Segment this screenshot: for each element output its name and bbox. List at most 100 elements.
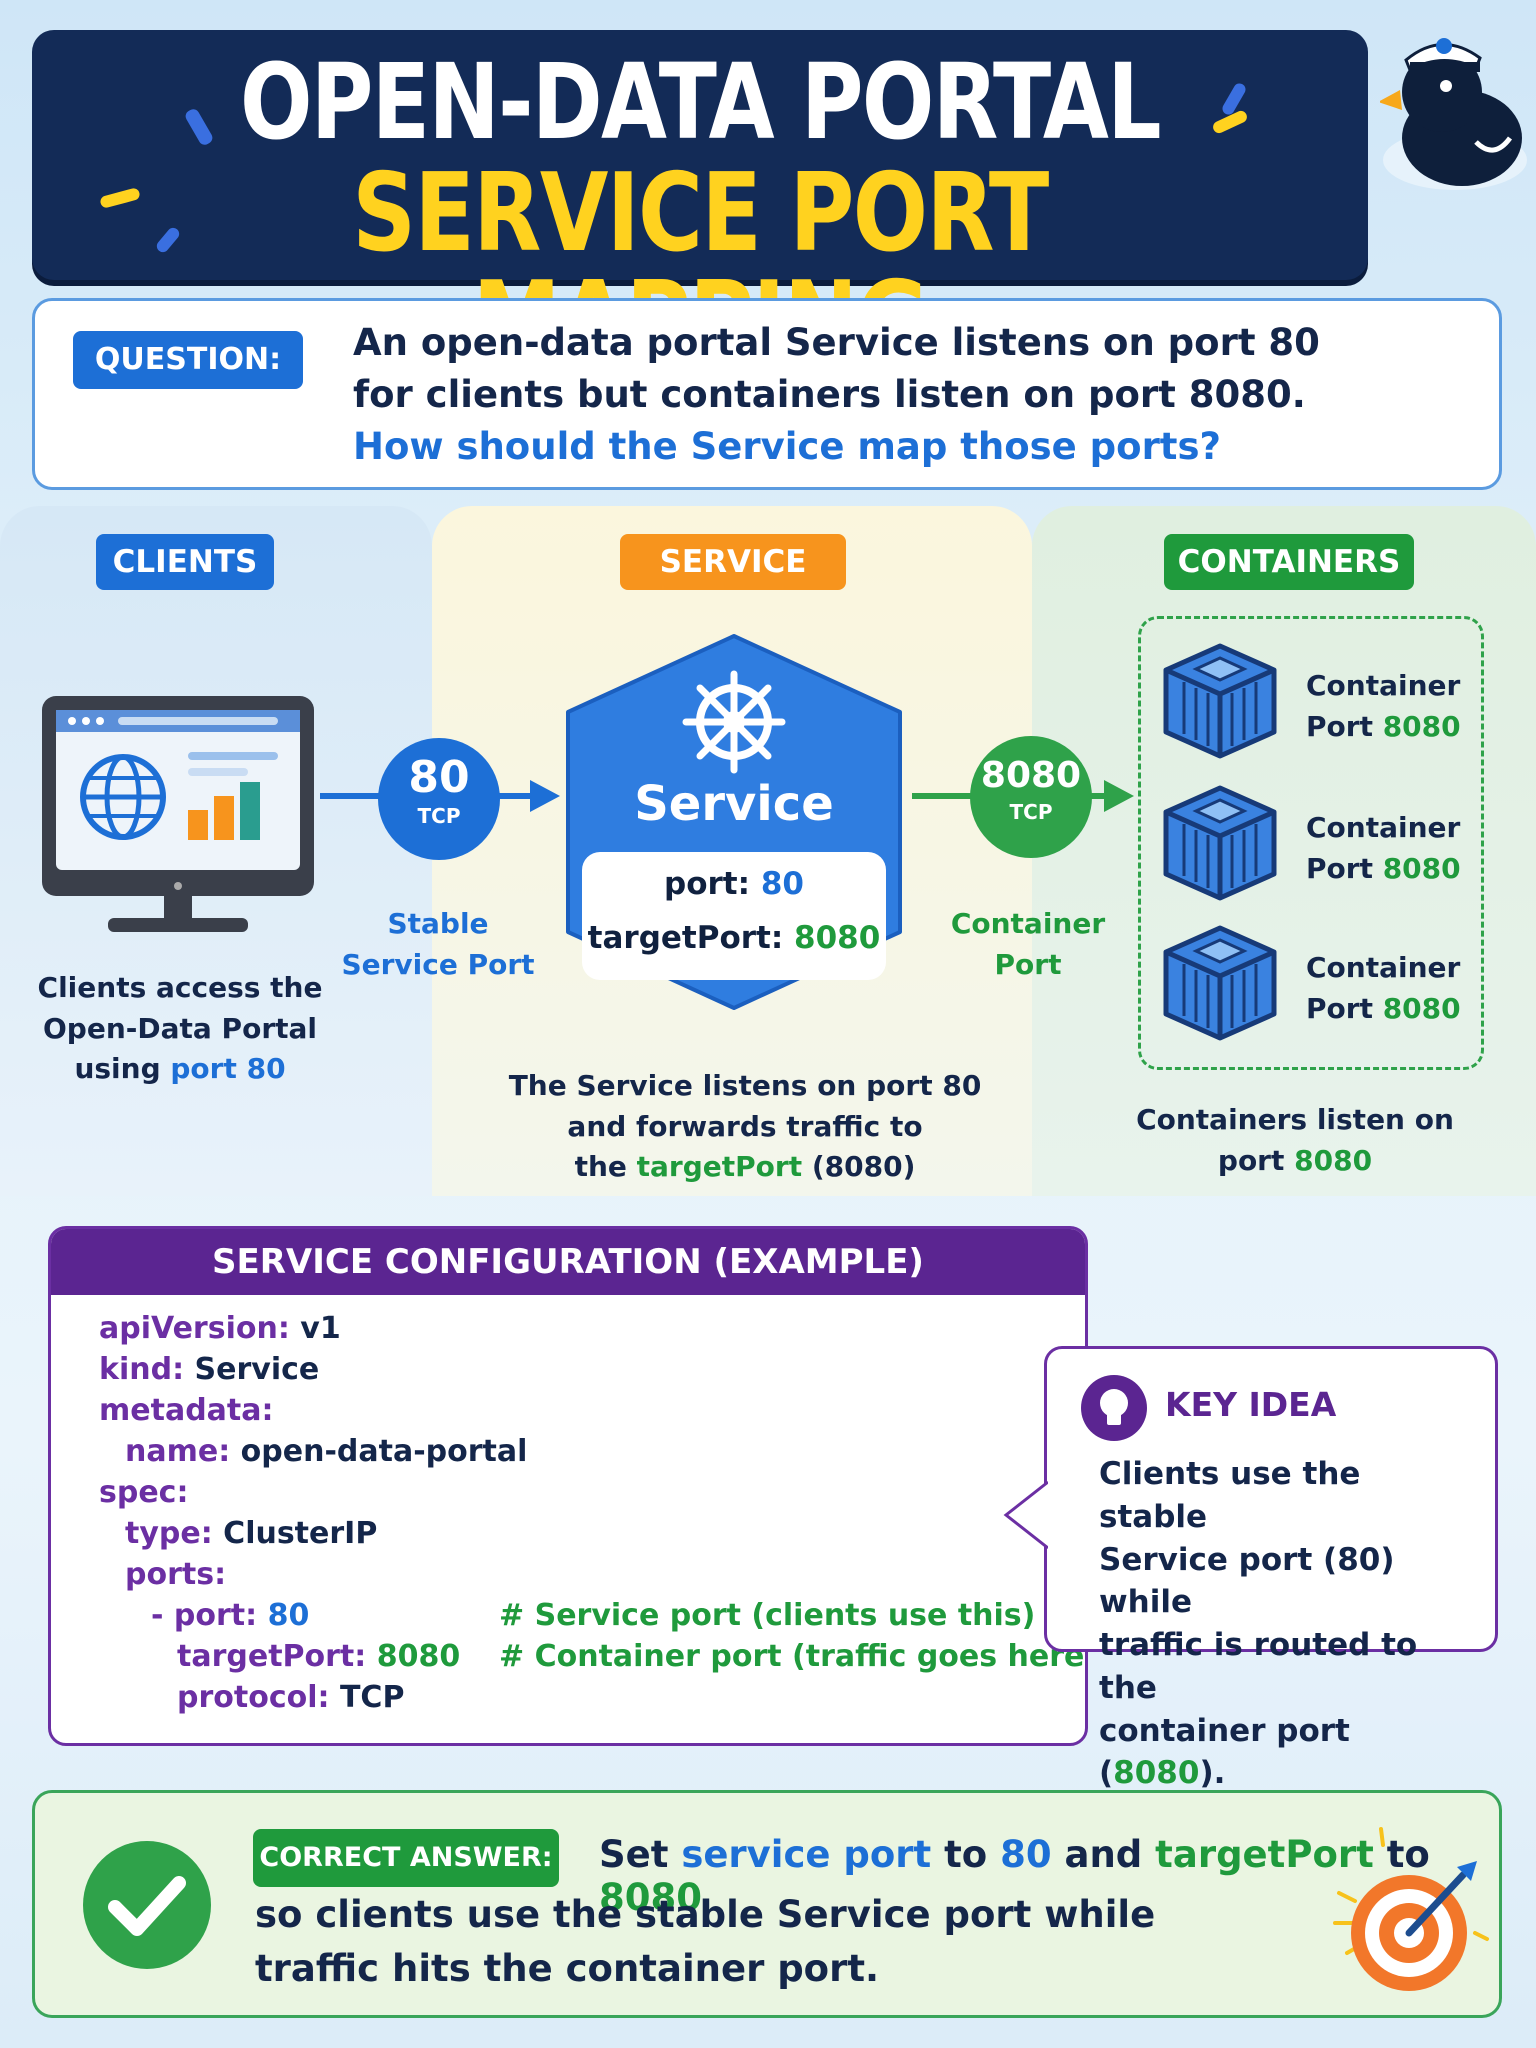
container-text-1: Container Port 8080	[1306, 666, 1461, 747]
service-caption-line-3: the targetPort (8080)	[500, 1147, 990, 1188]
container-port-caption: Container Port	[938, 904, 1118, 985]
client-port-caption-line-1: Stable	[387, 907, 489, 940]
container-name: Container	[1306, 951, 1461, 984]
container-port-value: 8080	[1382, 709, 1461, 743]
service-name: Service	[634, 776, 834, 832]
monitor-icon	[42, 696, 314, 932]
code-key: apiVersion:	[99, 1311, 290, 1346]
code-line-type: type: ClusterIP	[125, 1516, 377, 1551]
port-value: 80	[760, 866, 804, 902]
answer-box: CORRECT ANSWER: Set service port to 80 a…	[32, 1790, 1502, 2018]
container-box-icon	[1163, 925, 1277, 1041]
answer-tag: CORRECT ANSWER:	[253, 1829, 559, 1887]
service-caption-line-2: and forwards traffic to	[567, 1109, 923, 1143]
container-text-3: Container Port 8080	[1306, 948, 1461, 1029]
key-idea-title: KEY IDEA	[1165, 1385, 1337, 1424]
caption-text: (8080)	[802, 1150, 916, 1184]
caption-text: using	[74, 1052, 171, 1086]
answer-highlight: 8080	[599, 1876, 702, 1919]
question-tag: QUESTION:	[73, 331, 303, 389]
answer-text: Set	[599, 1833, 682, 1876]
client-port-caption-line-2: Service Port	[341, 947, 535, 981]
code-value: 80	[267, 1598, 310, 1633]
code-line-name: name: open-data-portal	[125, 1434, 527, 1469]
answer-highlight: service port	[681, 1833, 932, 1876]
container-name: Container	[1306, 811, 1461, 844]
answer-line-1: Set service port to 80 and targetPort to…	[599, 1833, 1499, 1919]
answer-line-2: so clients use the stable Service port w…	[255, 1893, 1156, 1936]
service-target-line: targetPort: 8080	[582, 920, 886, 956]
question-line-1: An open-data portal Service listens on p…	[353, 321, 1320, 364]
code-value: TCP	[339, 1680, 405, 1715]
containers-group	[1138, 616, 1484, 1070]
containers-column	[1032, 506, 1536, 1196]
service-config-box: SERVICE CONFIGURATION (EXAMPLE) apiVersi…	[48, 1226, 1088, 1746]
containers-caption-line-2: port 8080	[1130, 1141, 1460, 1182]
container-port-value: 8080	[1382, 851, 1461, 885]
port-key: port:	[664, 866, 761, 902]
target-key: targetPort:	[587, 920, 795, 956]
title-line-1: OPEN-DATA PORTAL	[240, 41, 1162, 163]
containers-caption: Containers listen on port 8080	[1130, 1100, 1460, 1181]
code-key: targetPort:	[177, 1639, 367, 1674]
service-port-card	[582, 852, 886, 980]
lightbulb-icon	[1081, 1375, 1147, 1441]
key-idea-line-2: Service port (80) while	[1099, 1541, 1395, 1621]
target-icon	[1333, 1827, 1489, 1991]
client-port-badge: 80 TCP	[378, 738, 500, 860]
helm-wheel-icon	[682, 670, 786, 774]
code-value: v1	[300, 1311, 341, 1346]
caption-highlight: port 80	[170, 1052, 286, 1086]
code-key: port:	[173, 1598, 258, 1633]
globe-icon	[80, 754, 166, 840]
answer-text: to	[1373, 1833, 1430, 1876]
code-dash: -	[151, 1598, 164, 1633]
answer-highlight: 80	[1000, 1833, 1052, 1876]
client-port-caption: Stable Service Port	[338, 904, 538, 985]
answer-highlight: targetPort	[1155, 1833, 1374, 1876]
question-line-3: How should the Service map those ports?	[353, 425, 1221, 468]
code-line-protocol: protocol: TCP	[177, 1680, 404, 1715]
client-port-protocol: TCP	[417, 804, 461, 828]
key-idea-text-part: container port (	[1099, 1712, 1350, 1792]
key-idea-highlight: 8080	[1113, 1755, 1200, 1792]
code-line-targetport: targetPort: 8080	[177, 1639, 460, 1674]
answer-line-3: traffic hits the container port.	[255, 1947, 880, 1990]
container-port-prefix: Port	[1306, 709, 1383, 743]
duck-mascot-icon	[1380, 38, 1527, 190]
container-item-1: Container Port 8080	[1160, 640, 1480, 770]
target-value: 8080	[794, 920, 881, 956]
confetti-decoration	[99, 187, 141, 209]
code-line-ports: ports:	[125, 1557, 227, 1592]
service-caption: The Service listens on port 80 and forwa…	[500, 1066, 990, 1188]
answer-text: to	[931, 1833, 1001, 1876]
code-key: type:	[125, 1516, 213, 1551]
code-line-spec: spec:	[99, 1475, 189, 1510]
container-box-icon	[1163, 643, 1277, 759]
caption-highlight: targetPort	[636, 1150, 803, 1184]
container-port-number: 8080	[980, 755, 1082, 796]
code-key: name:	[125, 1434, 231, 1469]
code-value: open-data-portal	[240, 1434, 528, 1469]
container-text-2: Container Port 8080	[1306, 808, 1461, 889]
container-port-prefix: Port	[1306, 991, 1383, 1025]
header-banner: OPEN-DATA PORTAL SERVICE PORT MAPPING	[32, 30, 1368, 376]
container-port-caption-line-1: Container	[950, 907, 1106, 940]
code-comment-port: # Service port (clients use this)	[499, 1598, 1036, 1633]
key-idea-line-3: traffic is routed to the	[1099, 1627, 1418, 1706]
container-port-caption-line-2: Port	[994, 947, 1062, 981]
key-idea-box: KEY IDEA Clients use the stable Service …	[1044, 1346, 1498, 1791]
code-line-apiversion: apiVersion: v1	[99, 1311, 341, 1346]
caption-text: the	[574, 1150, 637, 1184]
clients-caption-line-1: Clients access the	[37, 971, 323, 1004]
key-idea-text-part: ).	[1199, 1755, 1226, 1792]
question-line-2: for clients but containers listen on por…	[353, 373, 1306, 416]
clients-caption-line-3: using port 80	[30, 1049, 330, 1090]
key-idea-line-4: container port (8080).	[1099, 1710, 1479, 1796]
container-item-3: Container Port 8080	[1160, 922, 1480, 1052]
key-idea-text: Clients use the stable Service port (80)…	[1099, 1453, 1479, 1795]
config-title: SERVICE CONFIGURATION (EXAMPLE)	[51, 1229, 1085, 1295]
code-key: protocol:	[177, 1680, 330, 1715]
container-name: Container	[1306, 669, 1461, 702]
code-value: 8080	[376, 1639, 461, 1674]
